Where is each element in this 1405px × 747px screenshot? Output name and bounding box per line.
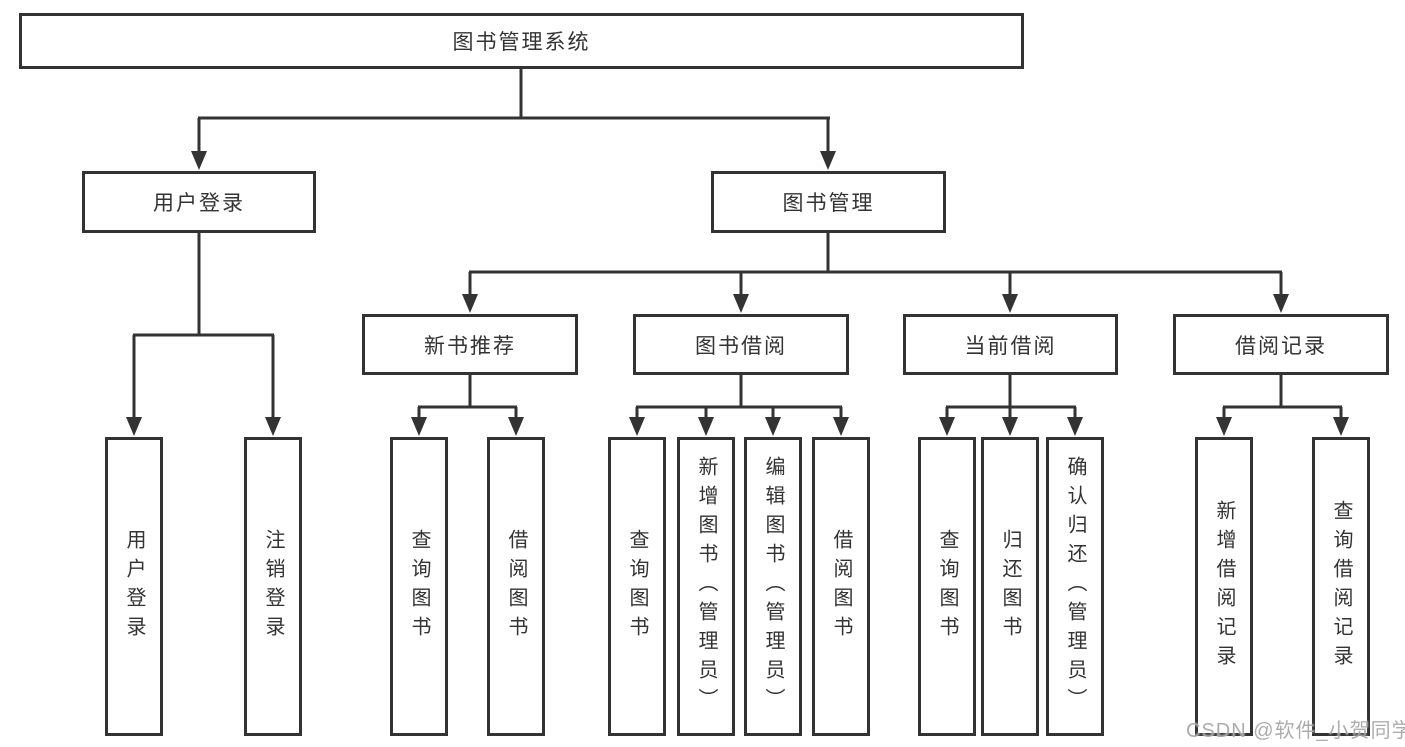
arrowhead — [1216, 417, 1232, 436]
node-new-book-recommendation: 新书推荐 — [362, 314, 578, 375]
leaf-user-login: 用户登录 — [105, 437, 163, 736]
arrowhead — [1333, 417, 1349, 436]
leaf-confirm-return-admin: 确认归还（管理员） — [1046, 437, 1104, 736]
node-book-borrowing: 图书借阅 — [633, 314, 849, 375]
node-label: 图书管理系统 — [452, 31, 591, 54]
arrowhead — [411, 417, 427, 436]
arrowhead — [820, 151, 836, 170]
node-label: 用户登录 — [153, 192, 245, 215]
node-label: 新增图书（管理员） — [695, 456, 717, 717]
node-current-borrowing: 当前借阅 — [903, 314, 1118, 375]
node-label: 图书管理 — [782, 192, 875, 215]
leaf-query-books-borrowing: 查询图书 — [608, 437, 666, 736]
node-label: 归还图书 — [999, 528, 1021, 645]
arrowhead — [939, 417, 955, 436]
arrowhead — [1002, 294, 1018, 313]
leaf-add-book-admin: 新增图书（管理员） — [677, 437, 735, 736]
leaf-add-borrow-record: 新增借阅记录 — [1195, 437, 1253, 736]
node-label: 用户登录 — [123, 528, 145, 645]
node-label: 查询图书 — [936, 528, 958, 645]
connector-paths — [132, 69, 1343, 426]
csdn-watermark: CSDN @软件_小贺同学 — [1186, 720, 1405, 742]
leaf-logout: 注销登录 — [244, 437, 302, 736]
node-label: 新增借阅记录 — [1213, 499, 1235, 674]
node-label: 查询借阅记录 — [1330, 499, 1352, 674]
node-label: 查询图书 — [408, 528, 430, 645]
arrowheads — [126, 151, 1349, 436]
node-label: 借阅记录 — [1235, 334, 1327, 358]
arrowhead — [1002, 417, 1018, 436]
node-label: 借阅图书 — [505, 528, 527, 645]
arrowhead — [508, 417, 524, 436]
leaf-query-books-recommend: 查询图书 — [390, 437, 448, 736]
leaf-query-books-current: 查询图书 — [918, 437, 976, 736]
leaf-borrow-books-borrowing: 借阅图书 — [812, 437, 870, 736]
node-label: 查询图书 — [626, 528, 648, 645]
arrowhead — [733, 294, 749, 313]
node-user-login: 用户登录 — [82, 171, 316, 233]
arrowhead — [698, 417, 714, 436]
arrowhead — [1067, 417, 1083, 436]
node-label: 编辑图书（管理员） — [762, 456, 784, 717]
arrowhead — [765, 417, 781, 436]
leaf-edit-book-admin: 编辑图书（管理员） — [744, 437, 802, 736]
arrowhead — [191, 151, 207, 170]
arrowhead — [462, 294, 478, 313]
node-label: 确认归还（管理员） — [1064, 456, 1086, 717]
arrowhead — [265, 417, 281, 436]
arrowhead — [1273, 294, 1289, 313]
node-label: 当前借阅 — [964, 334, 1057, 358]
leaf-borrow-books-recommend: 借阅图书 — [487, 437, 545, 736]
node-label: 图书借阅 — [695, 334, 787, 358]
node-borrowing-records: 借阅记录 — [1173, 314, 1389, 375]
arrowhead — [629, 417, 645, 436]
node-label: 新书推荐 — [424, 334, 516, 358]
leaf-query-borrow-record: 查询借阅记录 — [1312, 437, 1370, 736]
arrowhead — [126, 417, 142, 436]
node-book-management: 图书管理 — [711, 171, 946, 233]
node-library-management-system: 图书管理系统 — [19, 13, 1024, 69]
node-label: 借阅图书 — [830, 528, 852, 645]
node-label: 注销登录 — [262, 528, 284, 645]
arrowhead — [833, 417, 849, 436]
leaf-return-books: 归还图书 — [981, 437, 1039, 736]
